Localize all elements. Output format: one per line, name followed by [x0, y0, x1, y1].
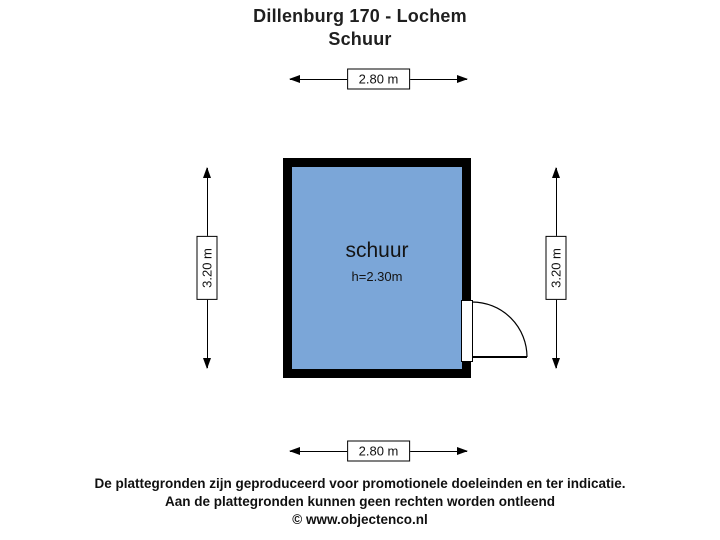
dimension-right-label: 3.20 m [545, 236, 567, 300]
dimension-bottom-label: 2.80 m [346, 440, 411, 462]
arrow-down-icon [552, 358, 560, 369]
arrow-right-icon [457, 447, 468, 455]
room-schuur: schuur h=2.30m [283, 158, 471, 378]
page-subtitle: Schuur [328, 29, 392, 49]
door-opening [461, 300, 473, 362]
footer-disclaimer-line1: De plattegronden zijn geproduceerd voor … [94, 476, 626, 491]
arrow-right-icon [457, 75, 468, 83]
room-height-label: h=2.30m [351, 269, 403, 284]
footer-disclaimer-line2: Aan de plattegronden kunnen geen rechten… [164, 494, 556, 509]
arrow-up-icon [552, 167, 560, 178]
arrow-left-icon [289, 447, 300, 455]
dimension-top-label: 2.80 m [346, 68, 411, 90]
page-title: Dillenburg 170 - Lochem [253, 6, 467, 26]
room-label: schuur [345, 239, 409, 262]
footer-copyright: © www.objectenco.nl [292, 512, 428, 527]
arrow-down-icon [203, 358, 211, 369]
arrow-up-icon [203, 167, 211, 178]
arrow-left-icon [289, 75, 300, 83]
door-swing-icon [472, 301, 528, 358]
dimension-left-label: 3.20 m [196, 236, 218, 300]
